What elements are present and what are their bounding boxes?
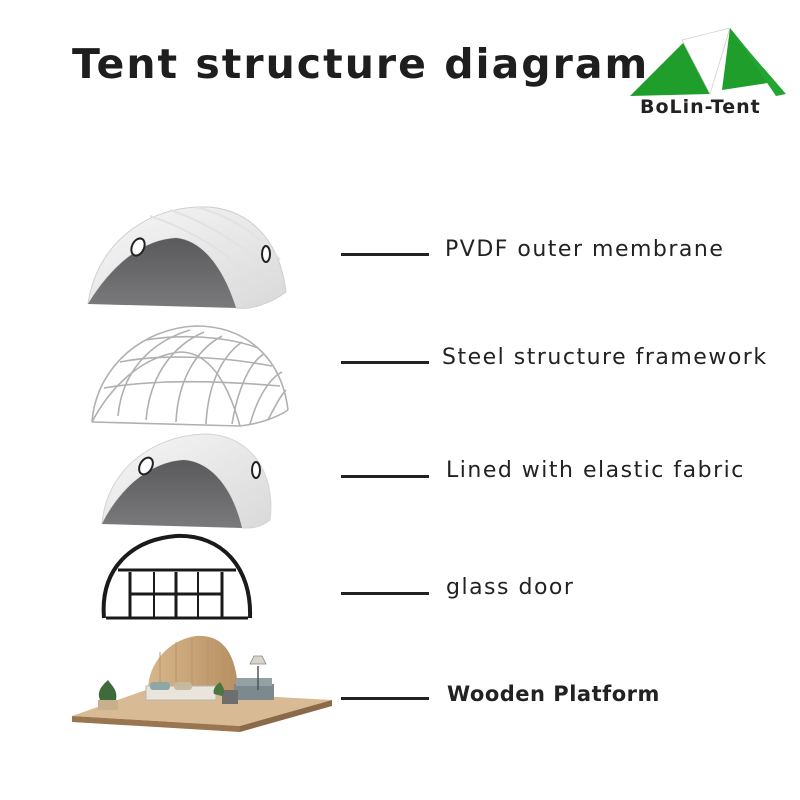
label-pvdf-outer-membrane: PVDF outer membrane [445,237,725,262]
label-wooden-platform: Wooden Platform [447,682,660,706]
leader-line-lining [341,475,429,478]
tent-logo-icon [630,27,786,96]
page-title: Tent structure diagram [72,40,650,88]
elastic-lining-icon [101,433,272,529]
leader-line-glass-door [341,592,429,595]
steel-frame-icon [91,325,289,427]
wooden-platform-icon [72,635,332,732]
label-glass-door: glass door [446,575,575,600]
leader-line-wooden-platform [341,697,429,700]
label-steel-framework: Steel structure framework [442,345,768,370]
leader-line-steel [341,361,429,364]
pvdf-membrane-icon [87,206,287,309]
brand-name: BoLin-Tent [640,96,761,118]
brand-logo: BoLin-Tent [626,20,792,128]
leader-line-pvdf [341,253,429,256]
glass-door-icon [101,533,253,620]
label-elastic-lining: Lined with elastic fabric [446,458,745,483]
